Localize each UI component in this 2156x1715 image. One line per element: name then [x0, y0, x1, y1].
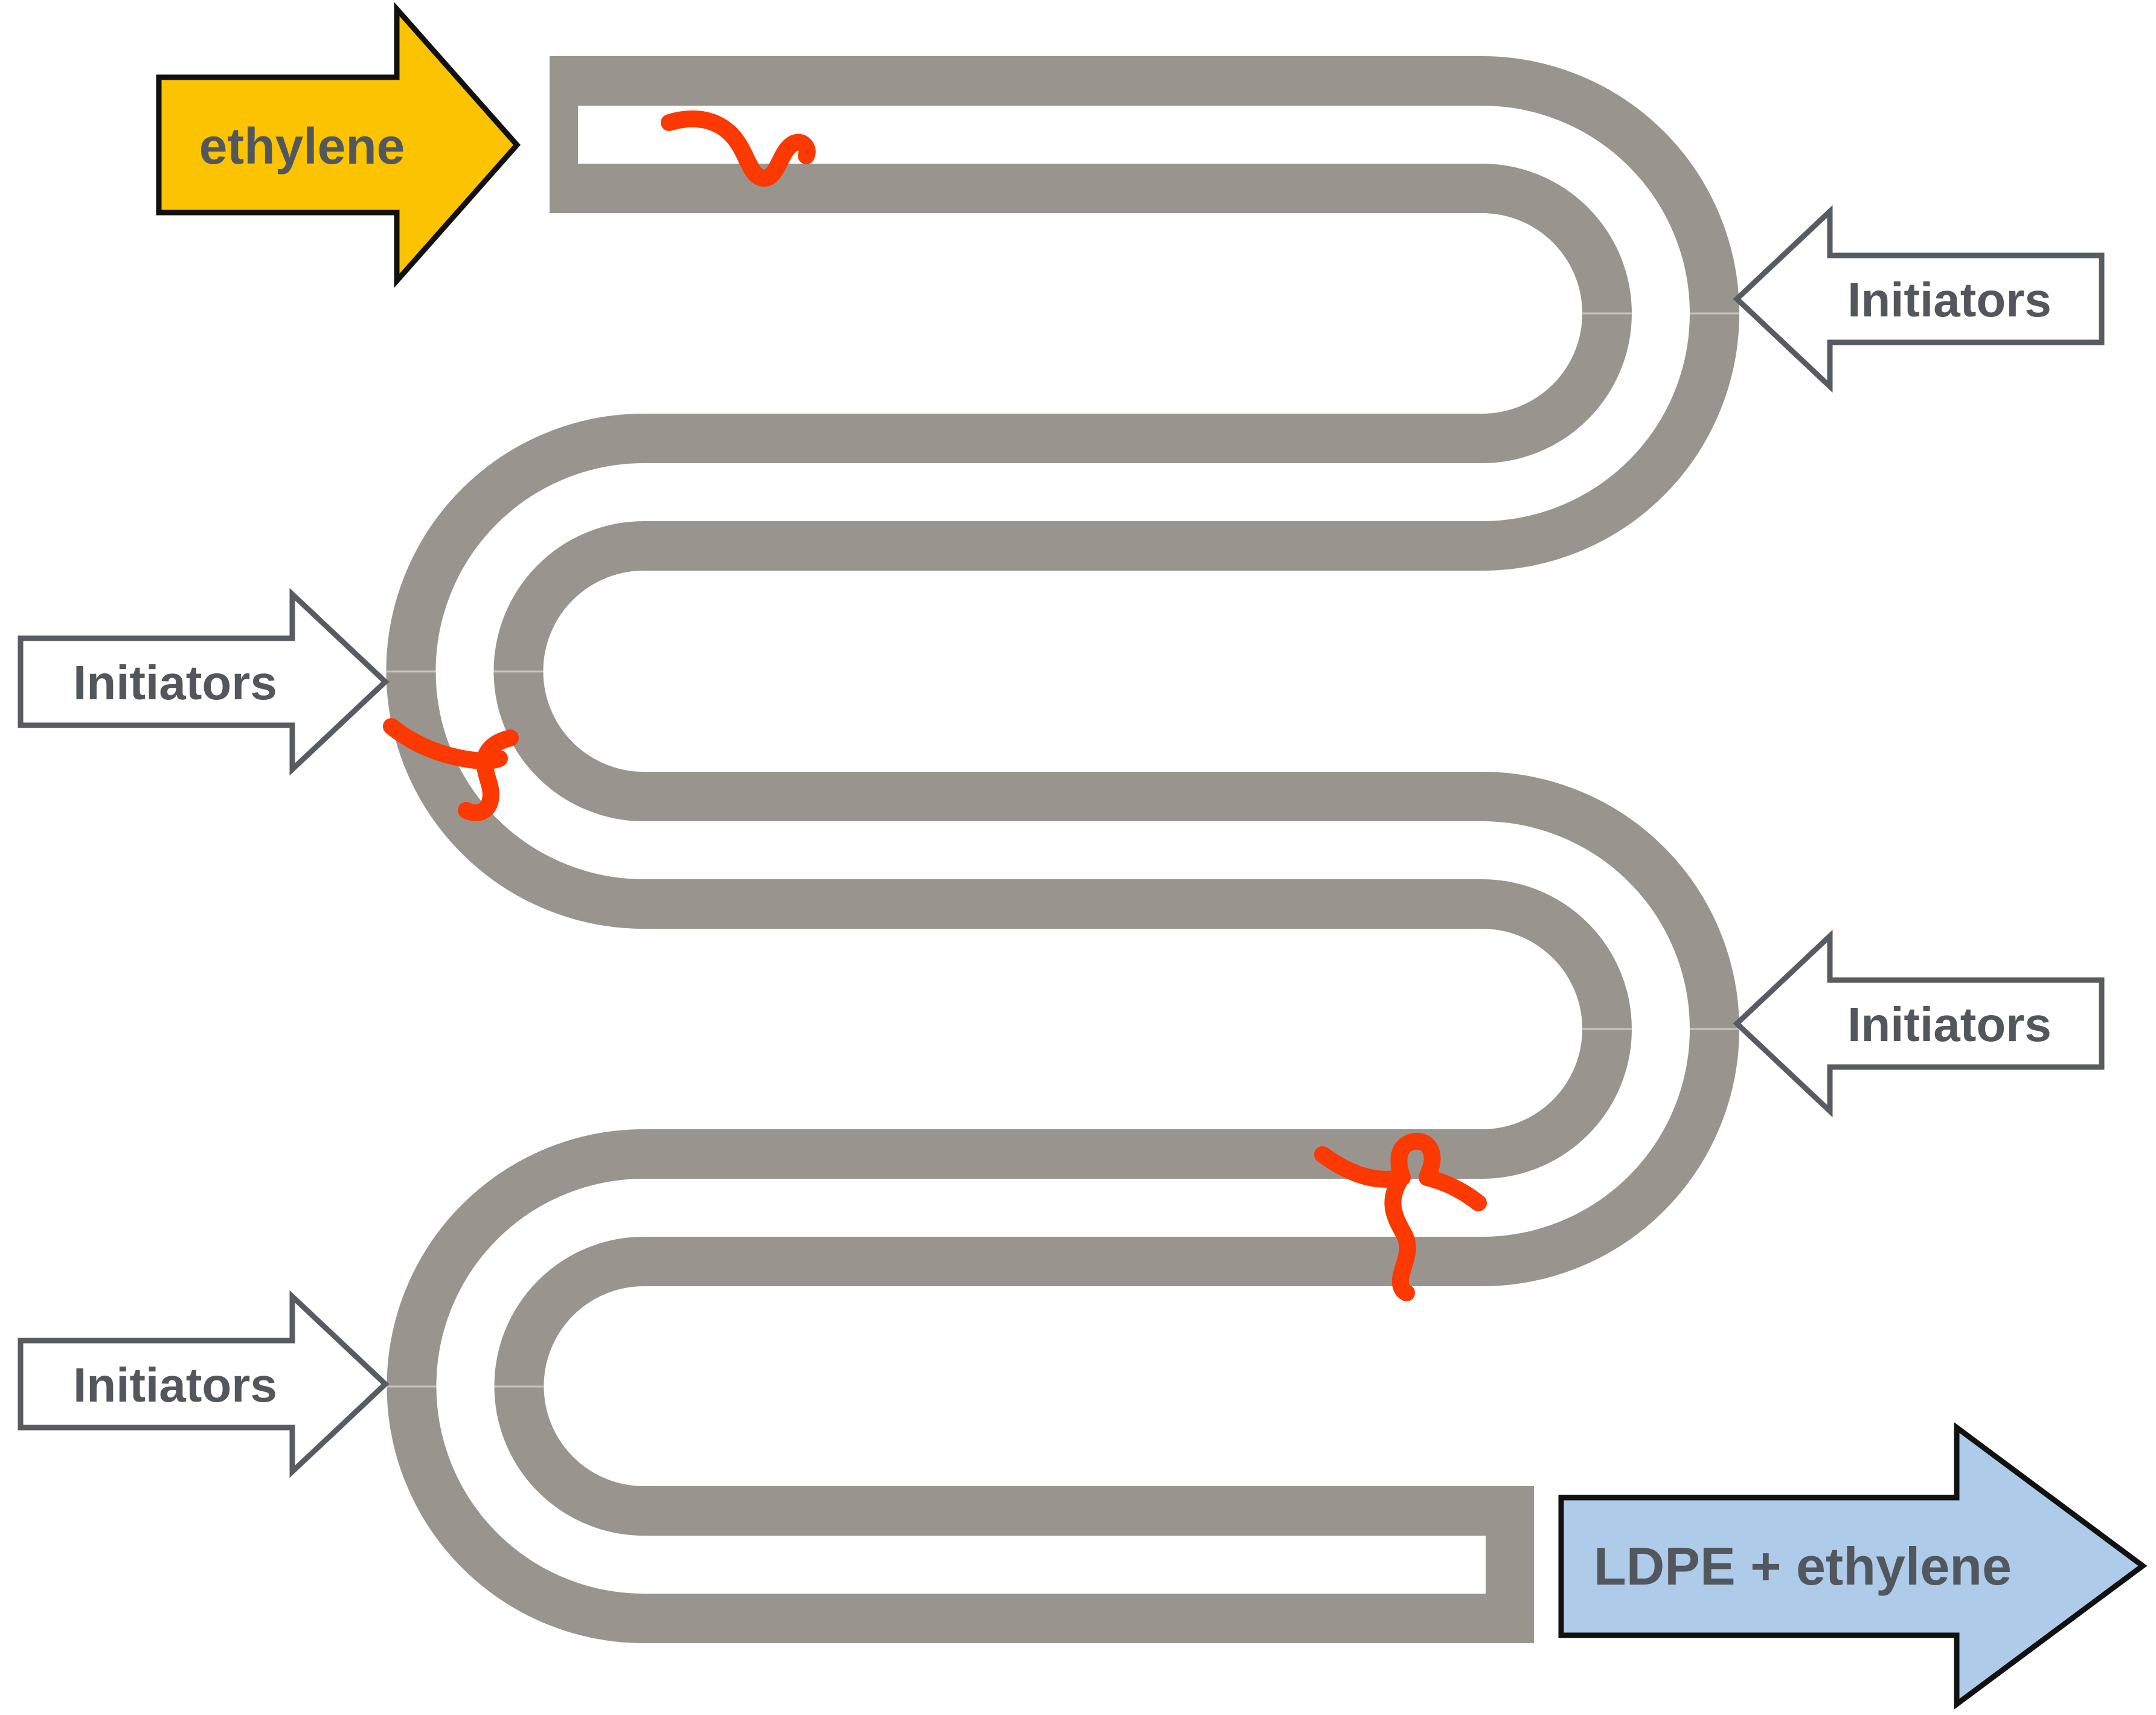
ethylene-inlet-label: ethylene	[199, 118, 405, 175]
initiators-label-mid-right: Initiators	[1847, 998, 2052, 1051]
polymer-chain-squiggle-2-branch	[458, 729, 519, 821]
initiators-arrow-top-right-group: Initiators	[1733, 205, 2105, 393]
initiators-arrow-mid-right	[1733, 929, 2105, 1118]
ethylene-inlet-arrow-group: ethylene	[156, 2, 521, 288]
initiators-label-top-right: Initiators	[1847, 273, 2052, 327]
polymer-chain-squiggle-3-hook	[1390, 1132, 1487, 1211]
polymer-chain-squiggle-1	[661, 110, 816, 187]
initiators-arrow-top-right	[1733, 205, 2105, 393]
polymer-chain-squiggles	[383, 110, 1487, 1301]
ldpe-outlet-arrow	[1558, 1422, 2148, 1710]
initiators-arrow-bottom-left	[18, 1290, 390, 1478]
initiators-arrow-mid-right-group: Initiators	[1733, 929, 2105, 1118]
initiators-arrow-mid-left	[18, 588, 390, 776]
initiators-label-mid-left: Initiators	[73, 656, 277, 710]
initiators-arrow-mid-left-group: Initiators	[18, 588, 390, 776]
initiators-arrow-bottom-left-group: Initiators	[18, 1290, 390, 1478]
tube-segment-seams	[387, 312, 1739, 1388]
polymer-chain-squiggle-3-branch	[1384, 1174, 1416, 1301]
ldpe-outlet-label: LDPE + ethylene	[1594, 1536, 2012, 1596]
ethylene-inlet-arrow	[156, 2, 521, 288]
ldpe-outlet-arrow-group: LDPE + ethylene	[1558, 1422, 2148, 1710]
initiators-label-bottom-left: Initiators	[73, 1358, 277, 1412]
reactor-tube-bore	[435, 106, 1690, 1594]
